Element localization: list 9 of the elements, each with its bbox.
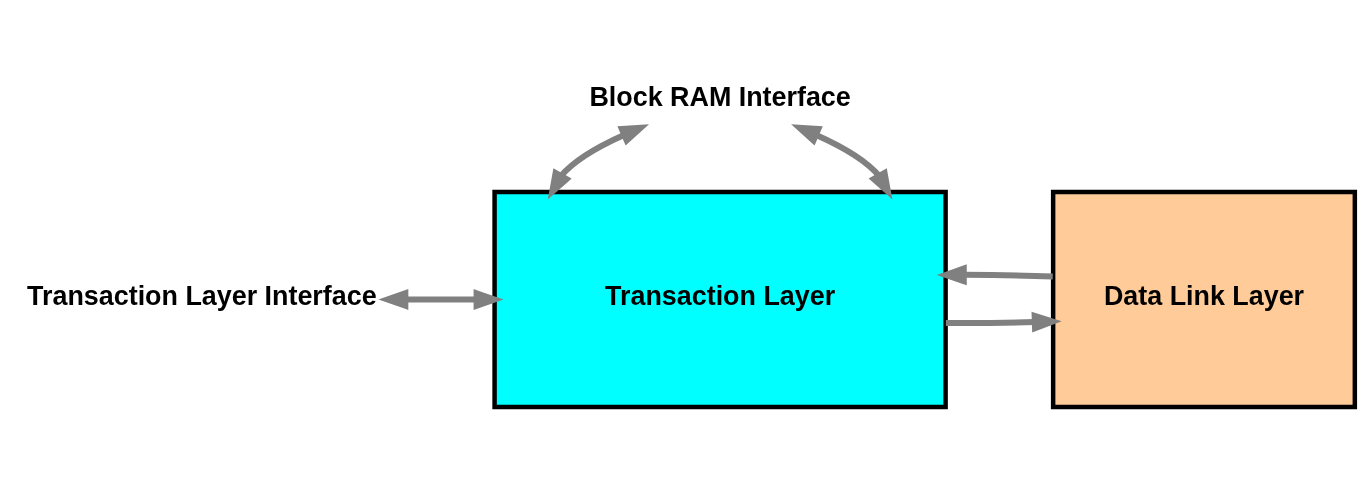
node-text: Transaction Layer Interface (27, 280, 377, 311)
arrow (547, 123, 650, 200)
node-box: Data Link Layer (1050, 189, 1358, 409)
arrow (378, 288, 504, 310)
arrow (936, 263, 1053, 285)
arrow (945, 311, 1062, 333)
arrow (791, 123, 893, 200)
node-box: Transaction Layer (492, 189, 948, 409)
node-text: Block RAM Interface (589, 81, 851, 112)
